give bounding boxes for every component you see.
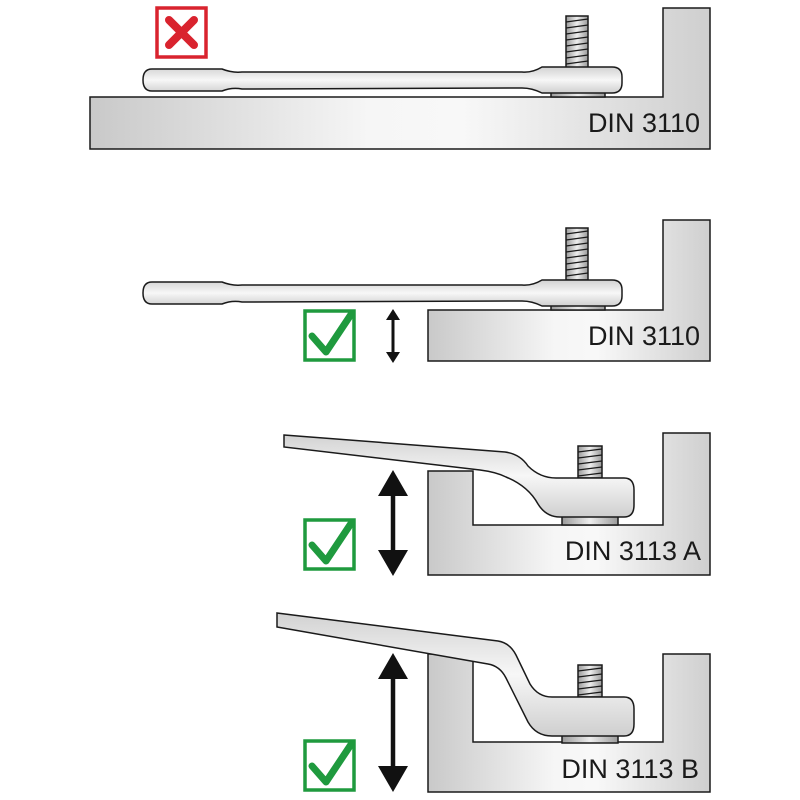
clearance-arrow-large xyxy=(378,653,408,792)
panel-3: DIN 3113 A xyxy=(283,432,711,576)
clearance-arrow-small xyxy=(386,309,400,363)
flat-ring-wrench xyxy=(142,279,623,307)
green-check-icon xyxy=(303,518,356,571)
workpiece-block xyxy=(427,653,711,793)
panel-2: DIN 3110 xyxy=(142,219,711,363)
red-x-icon xyxy=(155,6,208,59)
panel-4: DIN 3113 B xyxy=(276,612,711,793)
norm-label: DIN 3113 A xyxy=(565,536,701,566)
workpiece-block xyxy=(89,7,711,150)
offset-ring-wrench xyxy=(283,434,635,518)
bolt xyxy=(561,664,619,744)
workpiece-block xyxy=(427,432,711,576)
offset-ring-wrench xyxy=(276,612,635,737)
norm-label: DIN 3110 xyxy=(588,108,700,138)
norm-label: DIN 3110 xyxy=(588,321,700,351)
panel-1: DIN 3110 xyxy=(89,6,711,150)
workpiece-block xyxy=(427,219,711,362)
clearance-arrow-large xyxy=(378,470,408,576)
green-check-icon xyxy=(303,739,356,792)
green-check-icon xyxy=(303,309,356,362)
norm-label: DIN 3113 B xyxy=(561,754,699,784)
flat-ring-wrench xyxy=(142,66,623,94)
